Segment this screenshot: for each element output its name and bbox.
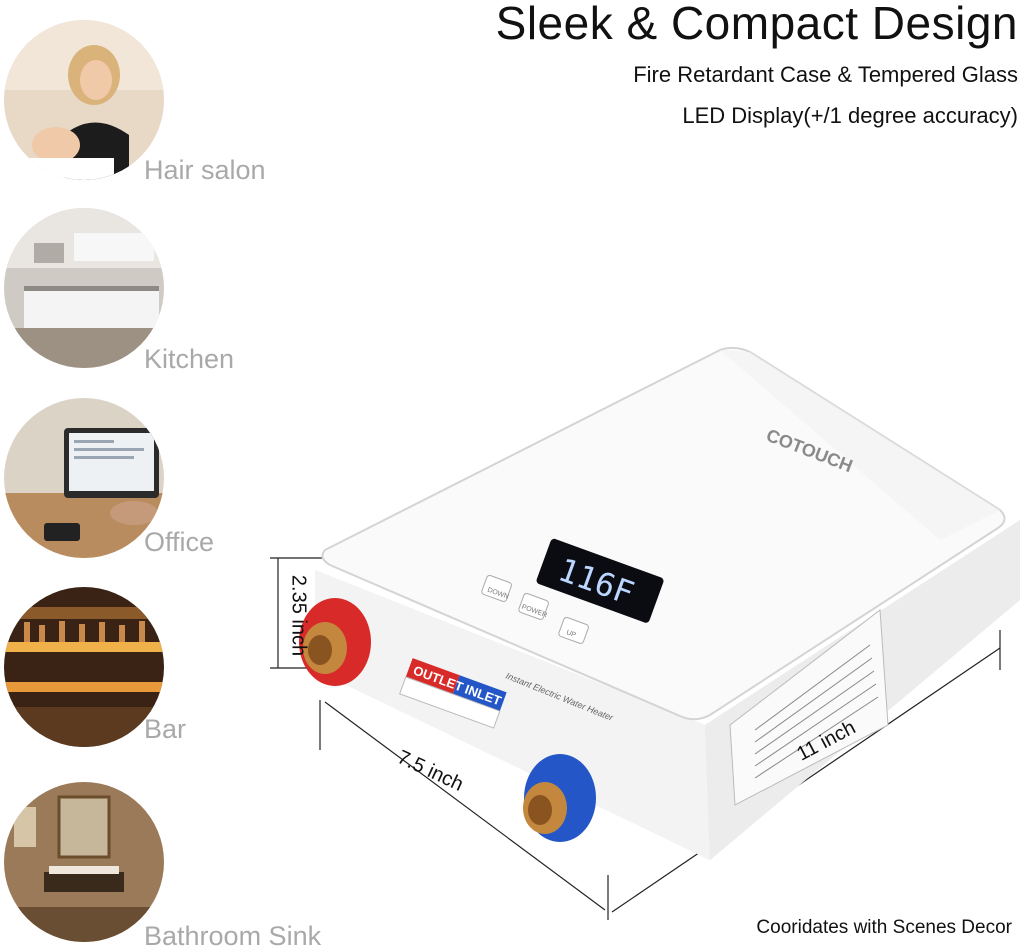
scene-bar-image bbox=[4, 587, 164, 747]
scene-label-office: Office bbox=[144, 527, 215, 557]
scene-office-image bbox=[4, 398, 164, 558]
up-button-label[interactable]: UP bbox=[565, 629, 577, 639]
feature-case: Fire Retardant Case & Tempered Glass bbox=[633, 62, 1018, 87]
scene-kitchen-image bbox=[4, 208, 164, 368]
scene-label-kitchen: Kitchen bbox=[144, 344, 235, 374]
footer-caption: Cooridates with Scenes Decor bbox=[756, 917, 1012, 938]
dimension-height: 2.35 inch bbox=[287, 574, 310, 657]
feature-display: LED Display(+/1 degree accuracy) bbox=[682, 103, 1018, 128]
scene-label-bar: Bar bbox=[144, 714, 187, 744]
scene-label-hair-salon: Hair salon bbox=[144, 155, 266, 185]
page-title: Sleek & Compact Design bbox=[495, 0, 1018, 49]
scene-label-bathroom-sink: Bathroom Sink bbox=[144, 921, 322, 951]
scene-hair-salon-image bbox=[4, 20, 164, 180]
scene-bathroom-sink-image bbox=[4, 782, 164, 942]
water-heater-illustration: COTOUCH 116F DOWN POWER UP Instant Elect… bbox=[240, 330, 1024, 930]
